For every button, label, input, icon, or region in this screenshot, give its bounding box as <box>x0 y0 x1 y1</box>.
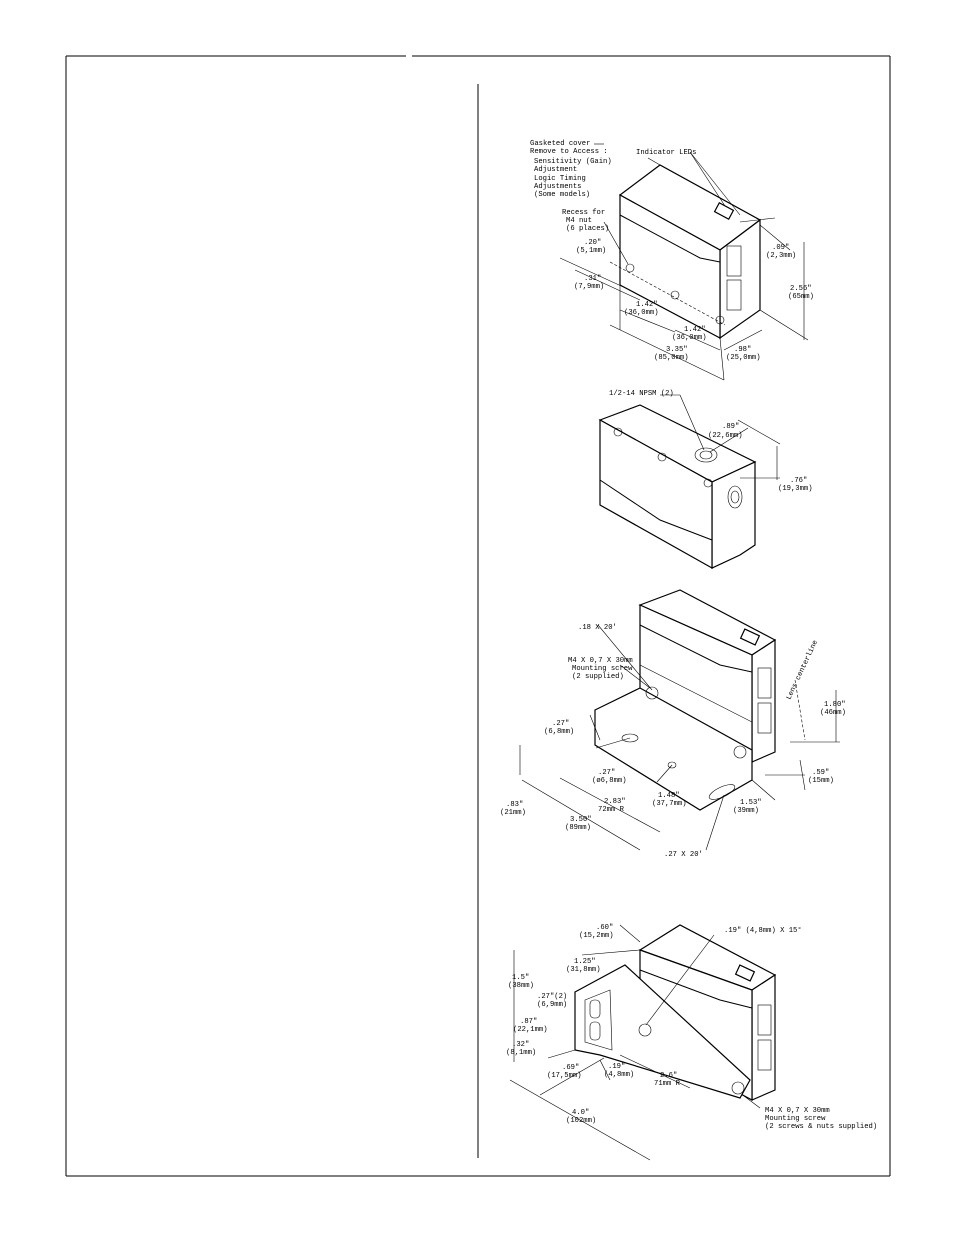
dim-031-mm: (7,9mm) <box>574 283 604 291</box>
figure-sensor-dimensions: Gasketed cover Remove to Access : Sensit… <box>530 140 814 381</box>
figure-angled-bracket: .60" (15,2mm) .19" (4,8mm) X 15° 1.25" (… <box>506 924 877 1161</box>
dim-142b-mm: (36,0mm) <box>672 334 707 342</box>
dim-142b-in: 1.42" <box>684 326 706 334</box>
dim-142a-mm: (36,0mm) <box>624 309 659 317</box>
dim-087-mm: (22,1mm) <box>513 1026 548 1034</box>
dim-069-mm: (17,5mm) <box>547 1072 582 1080</box>
dim-032-mm: (8,1mm) <box>506 1049 536 1057</box>
figure-right-angle-bracket: .18 X 20' M4 X 0,7 X 30mm Mounting screw… <box>500 589 846 859</box>
dim-031-in: .31" <box>584 275 601 283</box>
dim-283-mm: 72mm R <box>598 806 625 814</box>
dim-019-in: .19" <box>608 1063 625 1071</box>
dim-125-mm: (31,8mm) <box>566 966 601 974</box>
dim-089-in: .89" <box>722 423 739 431</box>
dim-350-mm: (89mm) <box>565 824 591 832</box>
dim-256-mm: (65mm) <box>788 293 814 301</box>
dim-020-in: .20" <box>584 239 601 247</box>
dim-142a-in: 1.42" <box>636 301 658 309</box>
dim-027a-mm: (6,8mm) <box>544 728 574 736</box>
dim-26-mm: 71mm R <box>654 1080 681 1088</box>
dim-153-mm: (39mm) <box>733 807 759 815</box>
label-adjustment: Adjustment <box>534 166 577 174</box>
dim-032-in: .32" <box>512 1041 529 1049</box>
dim-098-in: .98" <box>734 346 751 354</box>
label-gasketed-cover: Gasketed cover <box>530 140 590 148</box>
label-screw-3: (2 supplied) <box>572 673 624 681</box>
dim-40-mm: (102mm) <box>566 1117 596 1125</box>
dim-027b-mm: (ø6,8mm) <box>592 777 627 785</box>
label-screw4-3: (2 screws & nuts supplied) <box>765 1123 877 1131</box>
label-logic-timing: Logic Timing <box>534 175 586 183</box>
label-remove-access: Remove to Access : <box>530 148 608 156</box>
dim-059-in: .59" <box>812 769 829 777</box>
label-screw-2: Mounting screw <box>572 665 633 673</box>
label-m4-nut: M4 nut <box>566 217 592 225</box>
dim-059-mm: (15mm) <box>808 777 834 785</box>
label-slot-top: .18 X 20' <box>578 624 617 632</box>
dim-069-in: .69" <box>562 1064 579 1072</box>
label-recess: Recess for <box>562 209 605 217</box>
dim-15-mm: (38mm) <box>508 982 534 990</box>
dim-098-mm: (25,0mm) <box>726 354 761 362</box>
dim-148-mm: (37,7mm) <box>652 800 687 808</box>
dim-009-mm: (2,3mm) <box>766 252 796 260</box>
dim-335-in: 3.35" <box>666 346 688 354</box>
dim-350-in: 3.50" <box>570 816 592 824</box>
dim-15-in: 1.5" <box>512 974 529 982</box>
dim-148-in: 1.48" <box>658 792 680 800</box>
dim-027b-in: .27" <box>598 769 615 777</box>
dim-180-mm: (46mm) <box>820 709 846 717</box>
dim-076-in: .76" <box>790 477 807 485</box>
dim-40-in: 4.0" <box>572 1109 589 1117</box>
dim-060-mm: (15,2mm) <box>579 932 614 940</box>
dim-076-mm: (19,3mm) <box>778 485 813 493</box>
dim-027a-in: .27" <box>552 720 569 728</box>
label-npsm: 1/2-14 NPSM (2) <box>609 390 674 398</box>
dim-335-mm: (85,0mm) <box>654 354 689 362</box>
dim-083-mm: (21mm) <box>500 809 526 817</box>
label-screw4-2: Mounting screw <box>765 1115 826 1123</box>
dim-009-in: .09" <box>772 244 789 252</box>
dim-125-in: 1.25" <box>574 958 596 966</box>
dim-020-mm: (5,1mm) <box>576 247 606 255</box>
dim-060-in: .60" <box>596 924 613 932</box>
label-sensitivity: Sensitivity (Gain) <box>534 158 612 166</box>
figure-conduit-ports: 1/2-14 NPSM (2) .89" (22,6mm) .76" (19,3… <box>598 390 813 570</box>
label-adjustments: Adjustments <box>534 183 581 191</box>
dim-083-in: .83" <box>506 801 523 809</box>
label-lens-centerline: Lens centerline <box>785 639 820 701</box>
dim-26-in: 2.6" <box>660 1072 677 1080</box>
dim-180-in: 1.80" <box>824 701 846 709</box>
page-frame <box>65 55 891 1177</box>
dim-283-in: 2.83" <box>604 798 626 806</box>
dim-256-in: 2.56" <box>790 285 812 293</box>
label-indicator-leds: Indicator LEDs <box>636 149 696 157</box>
label-some-models: (Some models) <box>534 191 590 199</box>
dim-027-mm: (6,9mm) <box>537 1001 567 1009</box>
label-screw4-1: M4 X 0,7 X 30mm <box>765 1107 830 1115</box>
label-hole: .19" (4,8mm) X 15° <box>724 926 802 935</box>
dim-019-mm: (4,8mm) <box>604 1071 634 1079</box>
dim-153-in: 1.53" <box>740 799 762 807</box>
dim-027-in: .27"(2) <box>537 993 567 1001</box>
dim-087-in: .87" <box>520 1018 537 1026</box>
label-places: (6 places) <box>566 225 609 233</box>
label-slot-bottom: .27 X 20' <box>664 851 703 859</box>
dim-089-mm: (22,6mm) <box>708 432 743 440</box>
label-screw-1: M4 X 0,7 X 30mm <box>568 657 633 665</box>
